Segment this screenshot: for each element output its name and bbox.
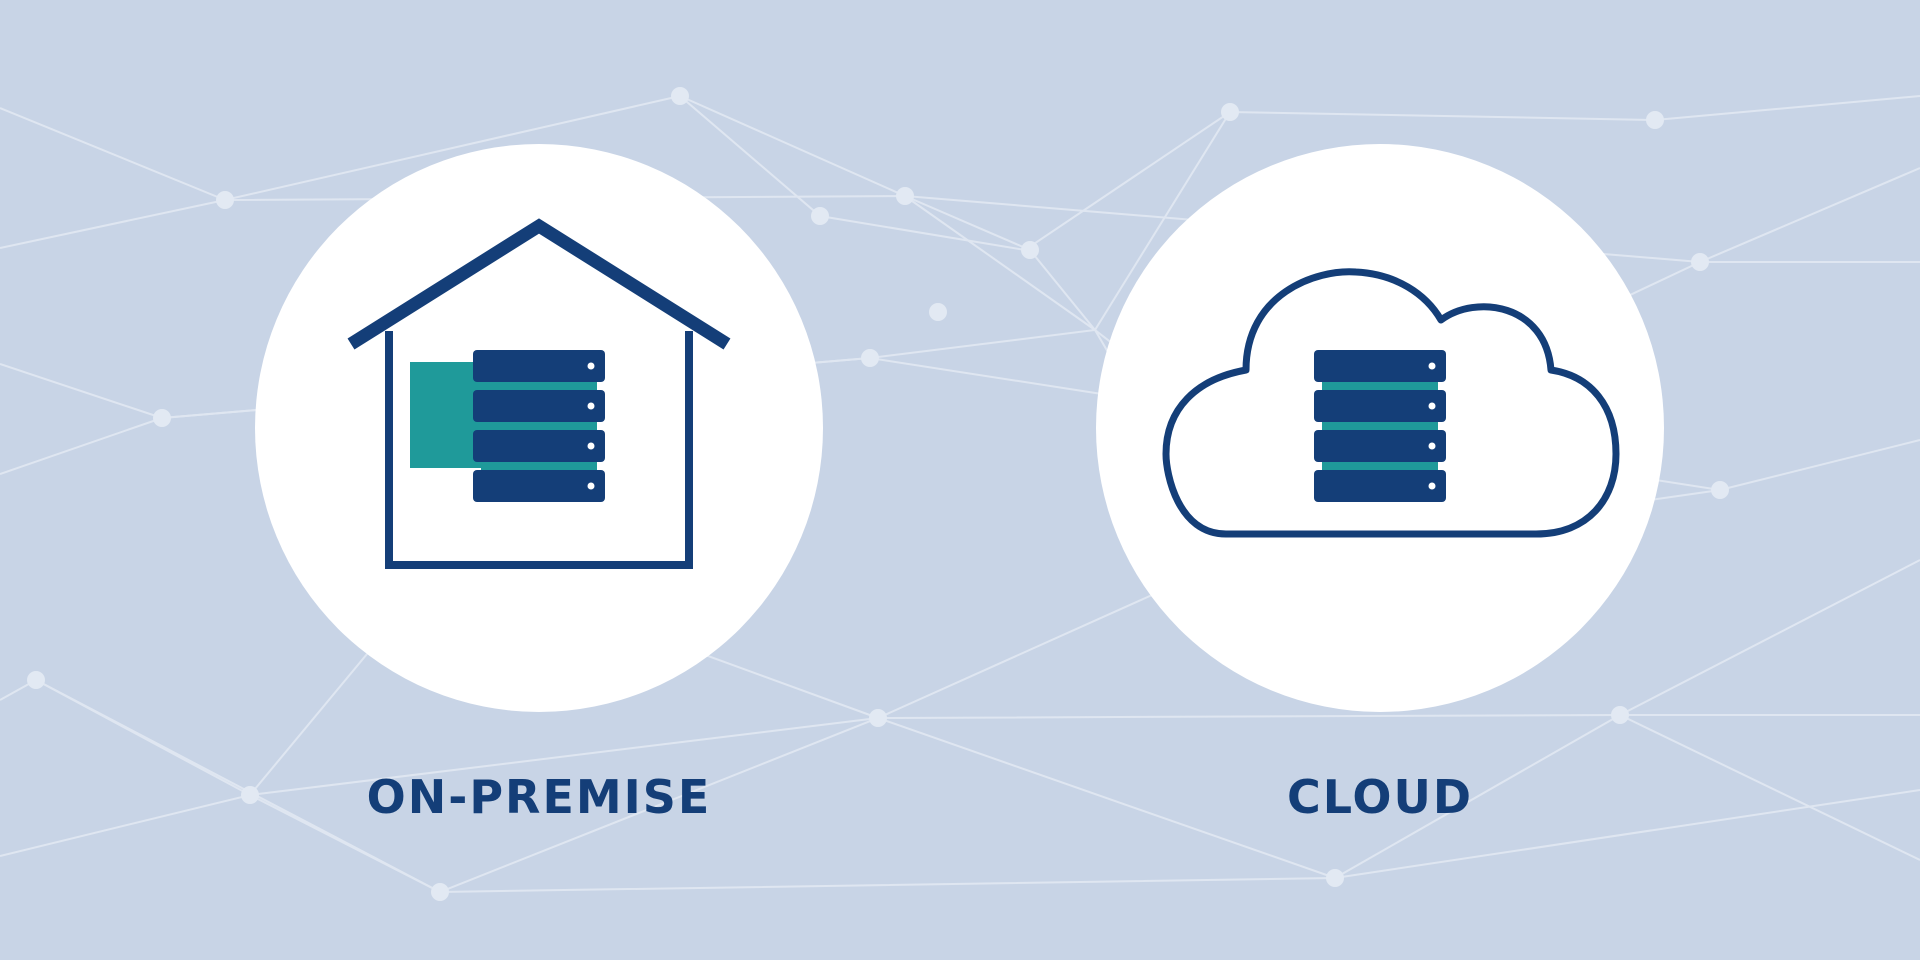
server-unit [473,470,605,502]
network-node [896,187,914,205]
server-unit [1314,470,1446,502]
network-node [1326,869,1344,887]
server-unit [1314,350,1446,382]
cloud-server-icon [1162,268,1620,538]
house-walls [385,331,693,569]
house-outline [347,218,731,569]
network-node [27,671,45,689]
network-node [431,883,449,901]
network-node [1221,103,1239,121]
house-roof [347,218,731,350]
server-led [1428,442,1436,450]
on-premise-label: ON-PREMISE [366,770,712,824]
network-line [0,94,1920,252]
server-stack [1314,350,1446,502]
server-unit [473,390,605,422]
network-node [1691,253,1709,271]
on-premise-circle [255,144,823,712]
network-node [216,191,234,209]
network-node [241,786,259,804]
server-led [587,362,595,370]
server-led [1428,362,1436,370]
server-led [587,442,595,450]
house-server-icon [347,218,731,569]
network-node [1021,241,1039,259]
server-stack [410,350,605,502]
network-node [861,349,879,367]
server-led [587,482,595,490]
server-unit [1314,390,1446,422]
server-led [1428,482,1436,490]
server-divider-teal [1322,422,1438,430]
network-nodes [27,87,1729,901]
network-node [1611,706,1629,724]
cloud-circle [1096,144,1664,712]
server-divider-teal [481,382,597,390]
network-node [153,409,171,427]
network-node [671,87,689,105]
server-led [587,402,595,410]
server-unit [473,430,605,462]
network-line [1619,714,1920,861]
server-led [1428,402,1436,410]
server-divider-teal [1322,462,1438,470]
server-unit [473,350,605,382]
server-divider-teal [481,422,597,430]
cloud-label: CLOUD [1286,770,1474,824]
server-divider-teal [1322,382,1438,390]
network-node [811,207,829,225]
cloud-outline [1162,268,1620,538]
server-unit [1314,430,1446,462]
network-node [929,303,947,321]
server-divider-teal [481,462,597,470]
network-node [1646,111,1664,129]
network-node [1711,481,1729,499]
network-node [869,709,887,727]
